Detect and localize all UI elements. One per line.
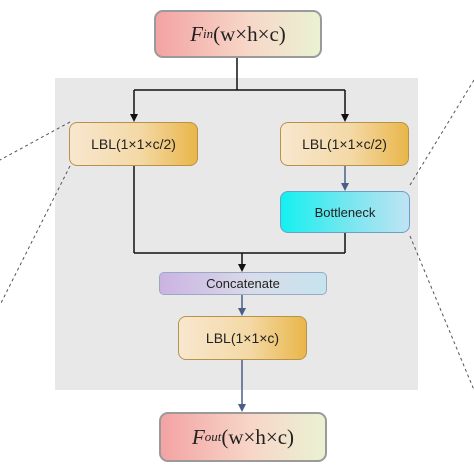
concatenate-label: Concatenate [206, 276, 280, 291]
dashed-guide-left-upper [0, 121, 71, 161]
bottleneck-label: Bottleneck [314, 204, 376, 220]
lbl-left-box: LBL(1×1×c/2) [69, 122, 198, 166]
concatenate-box: Concatenate [159, 272, 327, 295]
output-subscript: out [204, 429, 222, 444]
bottleneck-box: Bottleneck [280, 191, 410, 233]
dashed-guide-right-lower [409, 235, 474, 391]
lbl-bottom-label: LBL(1×1×c) [205, 330, 280, 346]
input-subscript: in [203, 26, 214, 41]
lbl-bottom-box: LBL(1×1×c) [178, 316, 307, 360]
input-symbol: F [190, 21, 204, 46]
lbl-right-box: LBL(1×1×c/2) [280, 122, 409, 166]
input-dims: (w×h×c) [213, 21, 286, 46]
output-dims: (w×h×c) [221, 424, 295, 449]
output-symbol: F [191, 424, 205, 449]
lbl-left-label: LBL(1×1×c/2) [91, 136, 176, 152]
lbl-right-label: LBL(1×1×c/2) [302, 136, 387, 152]
dashed-guide-right-upper [409, 79, 474, 186]
dashed-guide-left-lower [0, 165, 71, 306]
